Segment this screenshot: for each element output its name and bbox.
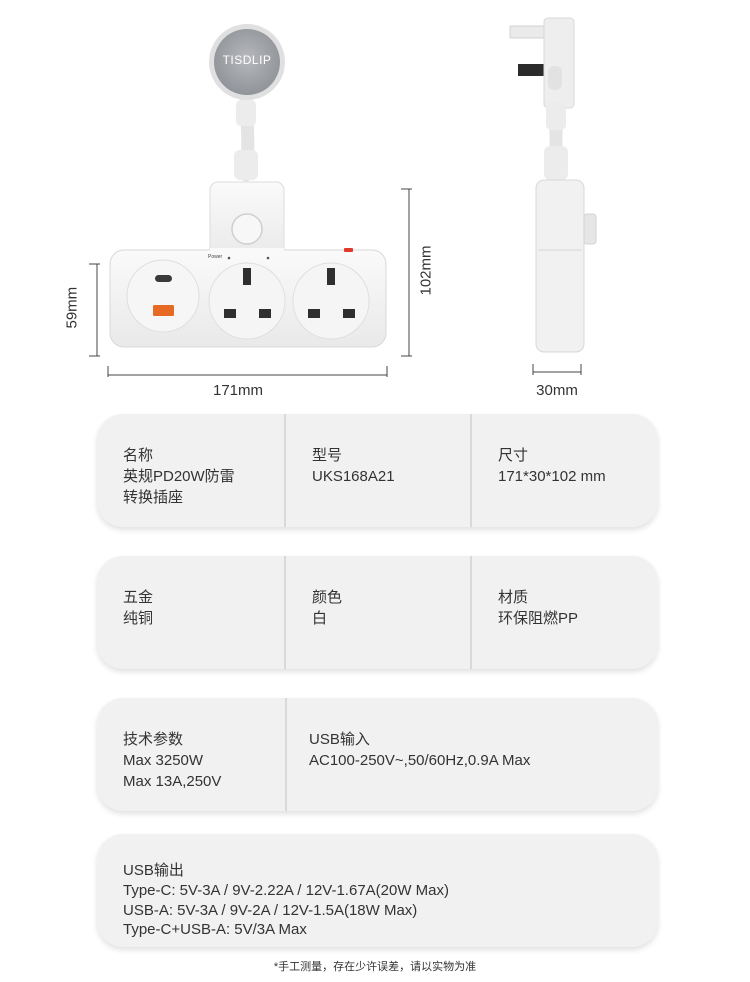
spec-card-3: 技术参数 Max 3250W Max 13A,250V USB输入 AC100-… — [97, 698, 658, 811]
spec-value: Type-C: 5V-3A / 9V-2.22A / 12V-1.67A(20W… — [123, 882, 450, 938]
spec-cell-material: 材质 环保阻燃PP — [470, 556, 658, 669]
spec-cell-color: 颜色 白 — [284, 556, 470, 669]
spec-title: 型号 — [312, 447, 343, 464]
spec-cell-hardware: 五金 纯铜 — [97, 556, 284, 669]
spec-card-2: 五金 纯铜 颜色 白 材质 环保阻燃PP — [97, 556, 658, 669]
spec-value: 171*30*102 mm — [498, 468, 606, 485]
power-label: Power — [208, 254, 223, 260]
spec-value: 英规PD20W防雷 转换插座 — [123, 468, 235, 506]
front-view-illustration — [89, 24, 412, 377]
side-view-illustration — [509, 17, 597, 375]
spec-cell-usb-output: USB输出 Type-C: 5V-3A / 9V-2.22A / 12V-1.6… — [97, 834, 658, 947]
spec-title: 名称 — [123, 447, 154, 464]
spec-value: 白 — [312, 610, 328, 627]
spec-value: Max 3250W Max 13A,250V — [123, 752, 222, 790]
spec-title: USB输入 — [309, 731, 370, 748]
height-total-label: 102mm — [417, 245, 435, 296]
spec-cell-size: 尺寸 171*30*102 mm — [470, 414, 658, 527]
width-label: 171mm — [212, 382, 264, 399]
height-body-label: 59mm — [63, 286, 81, 329]
spec-title: 颜色 — [312, 589, 343, 606]
spec-value: AC100-250V~,50/60Hz,0.9A Max — [309, 752, 531, 769]
spec-value: UKS168A21 — [312, 468, 395, 485]
spec-card-1: 名称 英规PD20W防雷 转换插座 型号 UKS168A21 尺寸 171*30… — [97, 414, 658, 527]
spec-title: USB输出 — [123, 862, 184, 879]
spec-card-4: USB输出 Type-C: 5V-3A / 9V-2.22A / 12V-1.6… — [97, 834, 658, 947]
spec-cell-name: 名称 英规PD20W防雷 转换插座 — [97, 414, 284, 527]
depth-label: 30mm — [536, 382, 578, 399]
brand-logo-text: TISDLIP — [222, 53, 272, 67]
spec-title: 材质 — [498, 589, 529, 606]
spec-title: 尺寸 — [498, 447, 529, 464]
spec-cell-model: 型号 UKS168A21 — [284, 414, 470, 527]
spec-title: 五金 — [123, 589, 154, 606]
footnote: *手工测量，存在少许误差，请以实物为准 — [273, 961, 477, 973]
spec-title: 技术参数 — [123, 731, 184, 748]
spec-cell-usb-input: USB输入 AC100-250V~,50/60Hz,0.9A Max — [285, 698, 658, 811]
spec-cell-tech-params: 技术参数 Max 3250W Max 13A,250V — [97, 698, 285, 811]
spec-value: 纯铜 — [123, 610, 154, 627]
spec-value: 环保阻燃PP — [498, 610, 579, 627]
